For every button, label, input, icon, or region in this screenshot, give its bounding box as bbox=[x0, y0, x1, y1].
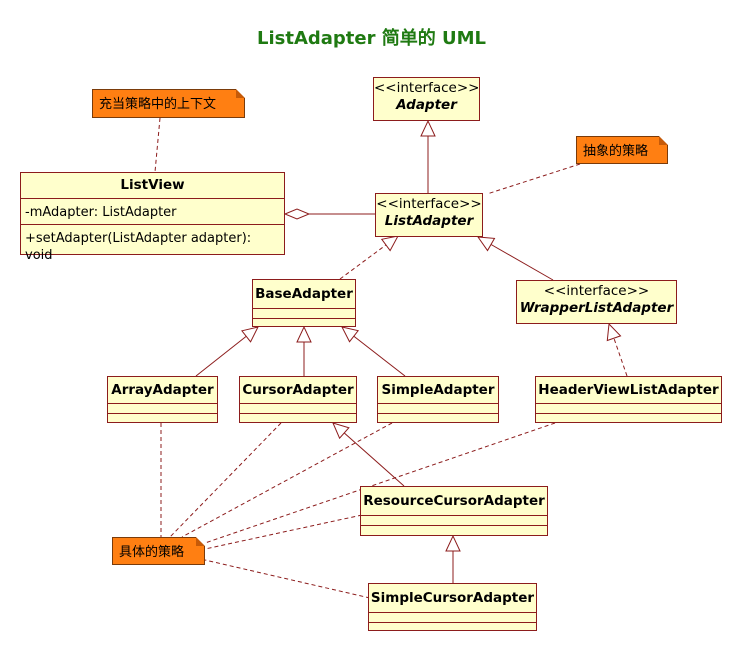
class-header-view-list-adapter[interactable]: HeaderViewListAdapter bbox=[535, 376, 722, 423]
class-compartment bbox=[240, 413, 356, 414]
class-operation: +setAdapter(ListAdapter adapter): void bbox=[21, 224, 284, 266]
class-simple-adapter-header: SimpleAdapter bbox=[378, 377, 498, 403]
generalization-resource-cursor bbox=[332, 422, 405, 487]
class-compartment bbox=[240, 403, 356, 413]
class-compartment bbox=[369, 622, 536, 623]
class-attribute: -mAdapter: ListAdapter bbox=[21, 198, 284, 224]
class-list-adapter[interactable]: <<interface>> ListAdapter bbox=[375, 193, 483, 237]
note-anchor-concrete-simplecursor bbox=[204, 559, 371, 599]
class-array-adapter[interactable]: ArrayAdapter bbox=[107, 376, 218, 423]
stereotype-label: <<interface>> bbox=[543, 283, 650, 299]
realization-header-wrapper bbox=[606, 322, 628, 377]
class-base-adapter[interactable]: BaseAdapter bbox=[252, 279, 356, 327]
note-anchor-abstract bbox=[486, 163, 581, 195]
class-compartment bbox=[108, 413, 217, 414]
class-header-view-list-adapter-header: HeaderViewListAdapter bbox=[536, 377, 721, 403]
note-fold-icon bbox=[659, 136, 668, 145]
diagram-title: ListAdapter 简单的 UML bbox=[256, 28, 487, 49]
note-text: 具体的策略 bbox=[119, 545, 185, 560]
generalization-simple-base bbox=[341, 326, 406, 377]
note-text: 抽象的策略 bbox=[583, 144, 649, 159]
class-name: SimpleCursorAdapter bbox=[370, 590, 535, 606]
note-text: 充当策略中的上下文 bbox=[99, 97, 217, 112]
class-resource-cursor-adapter-header: ResourceCursorAdapter bbox=[361, 487, 547, 515]
note-concrete-strategy[interactable]: 具体的策略 bbox=[112, 537, 205, 565]
class-list-adapter-header: <<interface>> ListAdapter bbox=[376, 194, 482, 230]
note-abstract-strategy[interactable]: 抽象的策略 bbox=[576, 136, 668, 164]
class-compartment bbox=[361, 525, 547, 526]
class-name: Adapter bbox=[396, 97, 457, 113]
generalization-wrapper-listadapter bbox=[476, 236, 554, 281]
class-simple-adapter[interactable]: SimpleAdapter bbox=[377, 376, 499, 423]
class-adapter[interactable]: <<interface>> Adapter bbox=[373, 77, 480, 121]
note-anchor-concrete-resource bbox=[204, 514, 363, 550]
class-compartment bbox=[361, 515, 547, 525]
class-compartment bbox=[378, 413, 498, 414]
class-name: WrapperListAdapter bbox=[519, 300, 674, 316]
class-compartment bbox=[536, 413, 721, 414]
class-cursor-adapter[interactable]: CursorAdapter bbox=[239, 376, 357, 423]
class-name: SimpleAdapter bbox=[381, 382, 495, 398]
class-compartment bbox=[108, 403, 217, 413]
class-wrapper-list-adapter[interactable]: <<interface>> WrapperListAdapter bbox=[516, 280, 677, 324]
class-compartment bbox=[536, 403, 721, 413]
class-name: ListAdapter bbox=[384, 213, 474, 229]
class-name: HeaderViewListAdapter bbox=[538, 382, 719, 398]
class-list-view-header: ListView bbox=[21, 173, 284, 198]
note-anchor-concrete-cursor bbox=[169, 422, 282, 538]
note-context[interactable]: 充当策略中的上下文 bbox=[92, 89, 245, 118]
class-simple-cursor-adapter[interactable]: SimpleCursorAdapter bbox=[368, 583, 537, 631]
note-fold-icon bbox=[196, 537, 205, 546]
realization-base-listadapter bbox=[339, 235, 399, 280]
aggregation-diamond bbox=[283, 208, 311, 220]
class-list-view[interactable]: ListView -mAdapter: ListAdapter +setAdap… bbox=[20, 172, 285, 263]
class-name: ResourceCursorAdapter bbox=[363, 493, 545, 509]
class-name: CursorAdapter bbox=[242, 382, 354, 398]
class-compartment bbox=[369, 612, 536, 622]
class-base-adapter-header: BaseAdapter bbox=[253, 280, 355, 308]
stereotype-label: <<interface>> bbox=[376, 196, 482, 212]
class-simple-cursor-adapter-header: SimpleCursorAdapter bbox=[369, 584, 536, 612]
class-cursor-adapter-header: CursorAdapter bbox=[240, 377, 356, 403]
stereotype-label: <<interface>> bbox=[374, 80, 480, 96]
class-compartment bbox=[253, 318, 355, 319]
note-anchor-concrete-header bbox=[204, 422, 556, 544]
class-name: BaseAdapter bbox=[255, 286, 353, 302]
note-anchor-concrete-simple bbox=[181, 422, 393, 538]
class-compartment bbox=[253, 308, 355, 318]
note-fold-icon bbox=[236, 89, 245, 98]
class-name: ListView bbox=[120, 177, 185, 193]
class-resource-cursor-adapter[interactable]: ResourceCursorAdapter bbox=[360, 486, 548, 536]
class-wrapper-list-adapter-header: <<interface>> WrapperListAdapter bbox=[517, 281, 676, 317]
class-array-adapter-header: ArrayAdapter bbox=[108, 377, 217, 403]
class-adapter-header: <<interface>> Adapter bbox=[374, 78, 479, 114]
note-anchor-context bbox=[154, 117, 161, 173]
class-compartment bbox=[378, 403, 498, 413]
generalization-array-base bbox=[195, 326, 259, 377]
class-name: ArrayAdapter bbox=[111, 382, 214, 398]
